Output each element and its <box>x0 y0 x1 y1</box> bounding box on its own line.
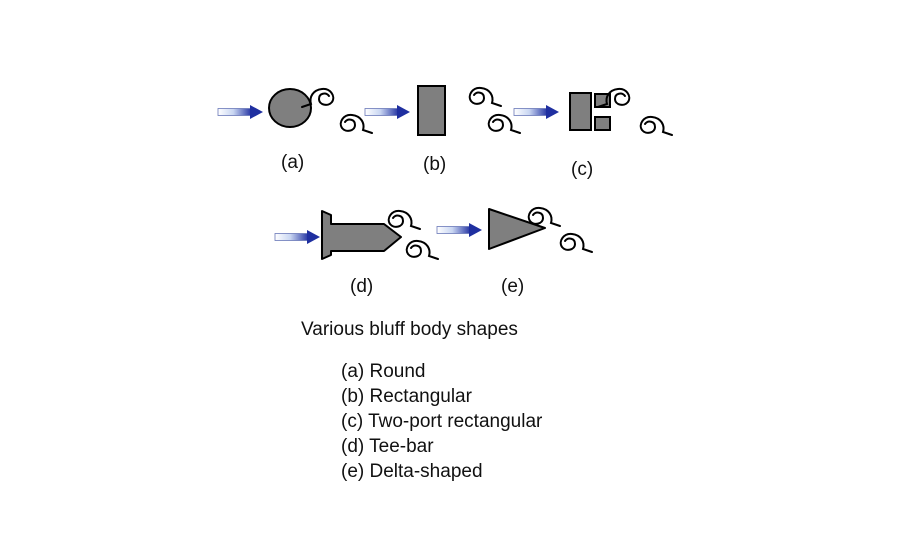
shape-legend: (a) Round (b) Rectangular (c) Two-port r… <box>341 359 542 484</box>
shape-e-delta <box>436 206 593 253</box>
flow-arrow-icon <box>274 229 321 245</box>
shape-d-tee-bar <box>274 209 439 260</box>
label-e: (e) <box>501 276 525 297</box>
shape-c-two-port-rectangular <box>513 87 673 136</box>
vortex-swirl-icon <box>387 209 421 230</box>
vortex-swirl-icon <box>339 113 373 134</box>
tee-bar-body <box>321 210 402 260</box>
label-a: (a) <box>281 152 305 173</box>
two-port-body-port <box>594 116 611 131</box>
flow-arrow-icon <box>364 104 411 120</box>
vortex-swirl-icon <box>487 113 521 134</box>
vortex-swirl-icon <box>559 232 593 253</box>
vortex-swirl-icon <box>468 86 502 107</box>
legend-item: (e) Delta-shaped <box>341 461 483 482</box>
legend-item: (d) Tee-bar <box>341 436 434 457</box>
label-c: (c) <box>571 159 594 180</box>
legend-item: (a) Round <box>341 361 426 382</box>
caption-title: Various bluff body shapes <box>301 319 518 340</box>
round-body <box>268 88 312 128</box>
shape-a-round <box>217 87 373 134</box>
legend-item: (c) Two-port rectangular <box>341 411 543 432</box>
flow-arrow-icon <box>436 222 483 238</box>
two-port-body-main <box>569 92 592 131</box>
vortex-swirl-icon <box>405 239 439 260</box>
label-b: (b) <box>423 154 447 175</box>
rectangular-body <box>417 85 446 136</box>
vortex-swirl-icon <box>527 206 561 227</box>
delta-body <box>488 208 546 250</box>
flow-arrow-icon <box>217 104 264 120</box>
shape-b-rectangular <box>364 85 521 136</box>
label-d: (d) <box>350 276 374 297</box>
vortex-swirl-icon <box>639 115 673 136</box>
legend-item: (b) Rectangular <box>341 386 472 407</box>
flow-arrow-icon <box>513 104 560 120</box>
